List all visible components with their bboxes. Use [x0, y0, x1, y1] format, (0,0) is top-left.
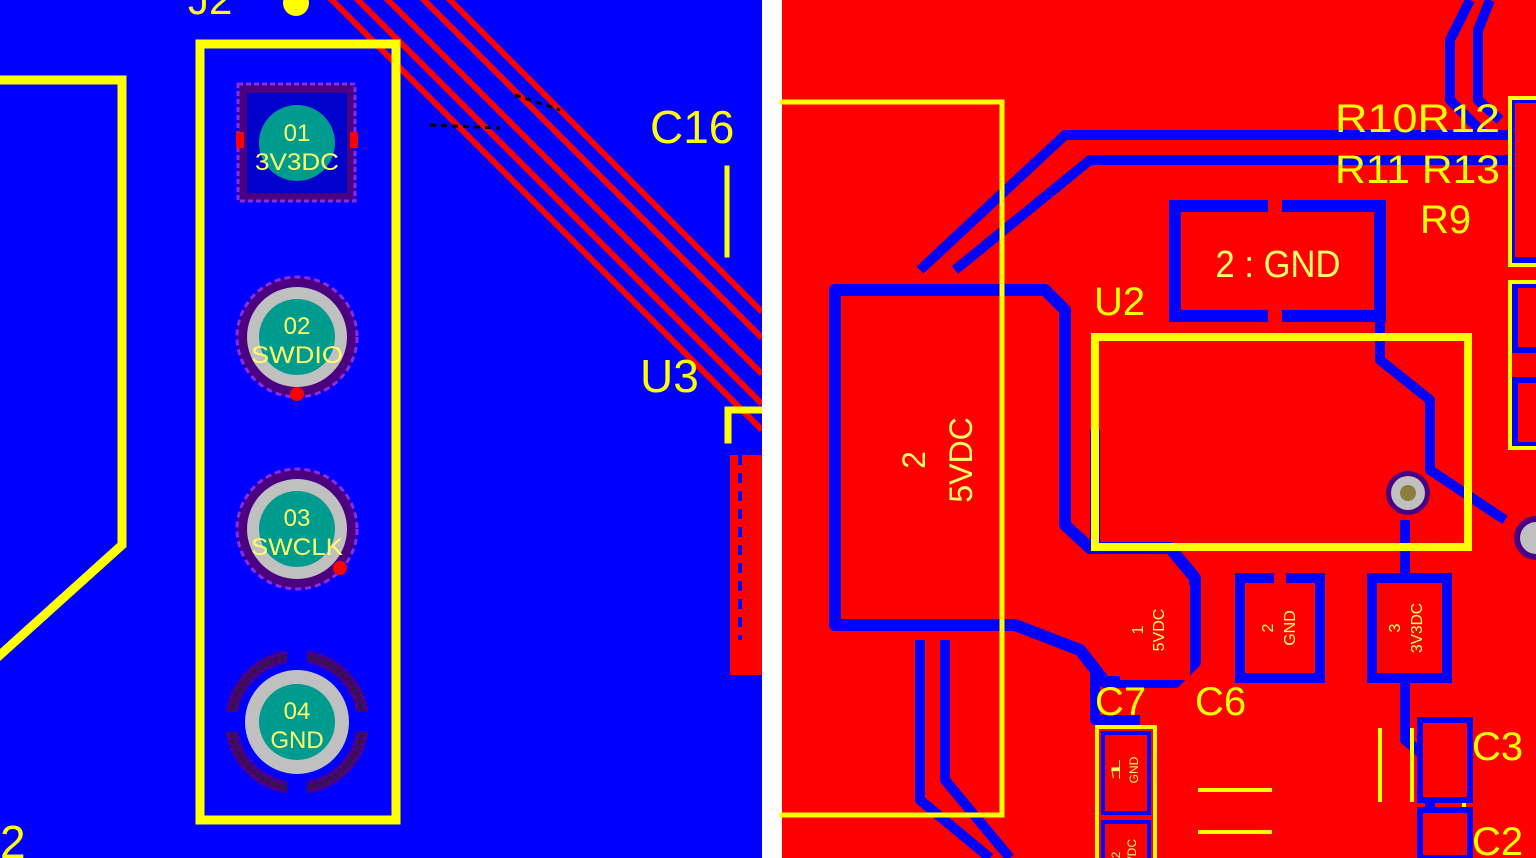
corner-ref-label: 2	[0, 816, 26, 858]
bottom-layer-panel: J2 01 3V3DC 02 SWDIO 03 SWCLK	[0, 0, 766, 858]
u2-pin-1-number: 1	[1130, 625, 1147, 634]
u3-pads	[730, 455, 762, 675]
pin-01-pad[interactable]: 01 3V3DC	[236, 82, 358, 203]
u2-pin-3-number: 3	[1387, 623, 1404, 632]
svg-text:1: 1	[1109, 757, 1123, 782]
u2-pin-3-net: 3V3DC	[1409, 603, 1426, 653]
r11-r13-ref-label: R11 R13	[1335, 148, 1500, 192]
via-icon	[1386, 471, 1536, 560]
pin-04-pad[interactable]: 04 GND	[225, 650, 369, 794]
c3-ref-label: C3	[1472, 725, 1523, 769]
pin-04-net: GND	[270, 727, 323, 754]
c7-lower-pad-number: 2	[1109, 851, 1123, 858]
pin-02-pad[interactable]: 02 SWDIO	[235, 275, 359, 401]
connector-outline	[195, 39, 401, 825]
pin-03-number: 03	[284, 505, 311, 532]
u2-pin-1-net: 5VDC	[1151, 609, 1168, 652]
r9-ref-label: R9	[1420, 198, 1471, 242]
pin-03-pad[interactable]: 03 SWCLK	[235, 467, 359, 591]
r10-r12-ref-label: R10R12	[1335, 97, 1500, 141]
c16-ref-label: C16	[650, 101, 734, 153]
u2-pin-2-pad[interactable]: 2 GND	[1235, 570, 1325, 683]
component-outline-left	[0, 75, 127, 662]
pin-02-net: SWDIO	[251, 342, 343, 369]
gnd-large-pad[interactable]: 2 : GND	[1169, 200, 1386, 322]
c2-pad	[1417, 807, 1473, 858]
u3-ref-label: U3	[640, 350, 699, 402]
u2-ref-label: U2	[1094, 280, 1145, 324]
pin-02-number: 02	[284, 313, 311, 340]
panel-divider	[762, 0, 782, 858]
u2-pin-2-number: 2	[1260, 623, 1277, 632]
u2-outline	[1091, 333, 1472, 551]
pin-01-drill	[259, 105, 335, 181]
u3-outline	[724, 406, 766, 444]
c7-ref-label: C7	[1095, 680, 1146, 724]
regulator-tab-pad[interactable]: 2 5VDC	[829, 284, 1201, 688]
c7-pad-gnd: GND	[1127, 756, 1141, 783]
pin-01-net: 3V3DC	[255, 149, 339, 176]
trace-hatch	[429, 93, 561, 130]
bottom-layer-background	[0, 0, 762, 858]
gnd-large-pad-label: 2 : GND	[1216, 244, 1341, 286]
pin-04-number: 04	[284, 698, 311, 725]
pin1-marker-icon	[283, 0, 309, 16]
u2-pin-1-pad[interactable]: 1 5VDC	[1120, 585, 1190, 680]
c3-pad	[1417, 717, 1473, 803]
pin-01-number: 01	[284, 120, 311, 147]
diagonal-traces	[327, 0, 765, 433]
u2-pin-2-net: GND	[1282, 610, 1299, 646]
c7-footprint: 1 GND 2 5VDC	[1095, 725, 1157, 858]
tab-pad-net: 5VDC	[943, 417, 979, 502]
pin-03-net: SWCLK	[251, 534, 343, 561]
connector-ref-label: J2	[188, 0, 232, 23]
left-component-outline	[779, 99, 1005, 818]
top-layer-panel: 2 5VDC 2 : GND R10R12 R11 R13 R9 U2	[779, 0, 1536, 858]
resistor-pads-right	[1508, 96, 1536, 450]
tab-pad-number: 2	[896, 451, 932, 469]
c7-lower-pad-net: 5VDC	[1125, 839, 1139, 858]
u2-pin-3-pad[interactable]: 3 3V3DC	[1367, 573, 1452, 683]
c2-ref-label: C2	[1472, 820, 1523, 858]
c6-ref-label: C6	[1195, 680, 1246, 724]
